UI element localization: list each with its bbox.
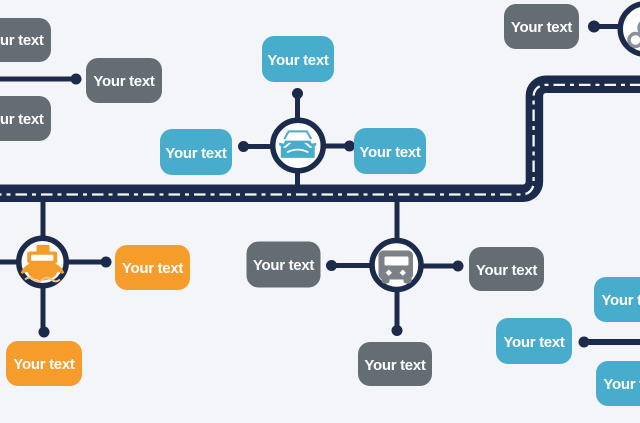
svg-text:Your text: Your text (122, 260, 184, 277)
svg-text:Your text: Your text (359, 144, 421, 161)
svg-text:Your text: Your text (511, 19, 573, 36)
svg-text:Your text: Your text (267, 52, 329, 69)
svg-text:Your text: Your text (601, 292, 640, 309)
svg-text:Your text: Your text (253, 257, 315, 274)
svg-text:Your text: Your text (364, 357, 426, 374)
svg-text:Your text: Your text (0, 32, 44, 49)
svg-text:Your text: Your text (603, 376, 640, 393)
svg-text:Your text: Your text (503, 334, 565, 351)
svg-text:Your text: Your text (476, 262, 538, 279)
svg-text:Your text: Your text (165, 145, 227, 162)
svg-text:Your text: Your text (13, 356, 75, 373)
svg-text:Your text: Your text (0, 111, 44, 128)
svg-text:Your text: Your text (93, 73, 155, 90)
